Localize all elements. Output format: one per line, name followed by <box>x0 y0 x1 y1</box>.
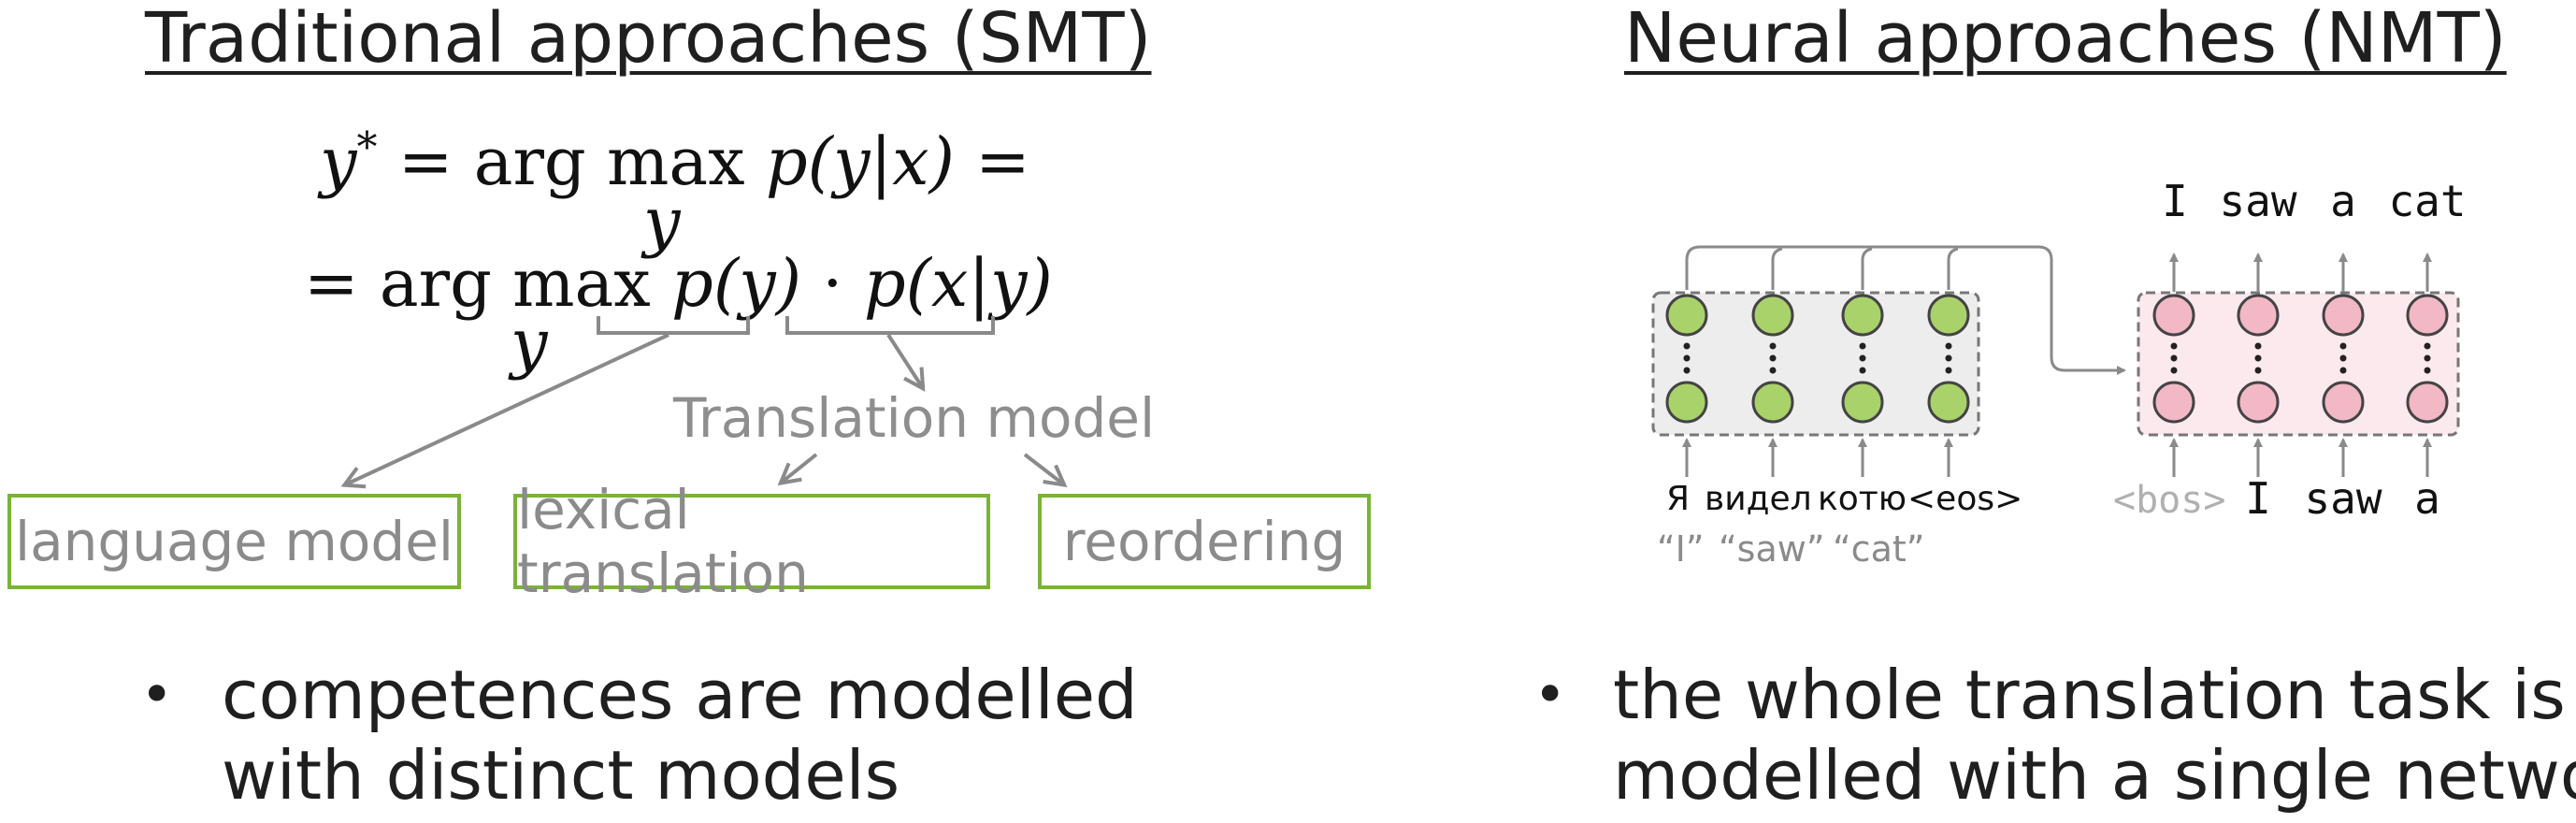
gloss-saw: “saw” <box>1719 528 1825 570</box>
formula-pyx: p(y|x) <box>765 123 955 200</box>
source-token-kotyu: котю <box>1818 480 1907 518</box>
formula-dot: · <box>822 245 843 322</box>
nmt-bullet-dot: • <box>1533 662 1567 728</box>
encoder-to-decoder-connections <box>1685 245 2126 375</box>
formula-eq2: = <box>304 245 359 322</box>
target-token-i: I <box>2162 176 2188 226</box>
encoder-nodes <box>1665 294 1970 424</box>
target-token-saw: saw <box>2219 176 2297 226</box>
formula-y: y <box>320 123 357 200</box>
smt-bullet-text: competences are modelled with distinct m… <box>222 655 1138 816</box>
formula-line-1: y* = arg max p(y|x) = <box>320 123 1030 200</box>
nmt-bullet-line-1: the whole translation task is <box>1613 656 2566 734</box>
formula-argmax: arg max <box>473 123 745 200</box>
gloss-i: “I” <box>1657 528 1705 570</box>
arrow-to-lexical <box>784 453 818 481</box>
source-token-eos: <eos> <box>1907 480 2023 518</box>
decoder-input-bos: <bos> <box>2113 479 2226 522</box>
smt-bullet-line-1: competences are modelled <box>222 656 1138 734</box>
gloss-cat: “cat” <box>1833 528 1925 570</box>
decoder-input-saw: saw <box>2304 473 2382 524</box>
bracket-pxy <box>785 316 995 335</box>
reordering-box: reordering <box>1038 494 1371 589</box>
formula-eq-end: = <box>975 123 1030 200</box>
translation-model-label: Translation model <box>673 386 1156 450</box>
smt-heading: Traditional approaches (SMT) <box>145 0 1152 79</box>
encoder-dots <box>1683 342 1952 374</box>
decoder-input-arrows <box>2169 438 2432 477</box>
decoder-dots <box>2170 342 2431 374</box>
formula-eq: = <box>397 123 453 200</box>
decoder-input-a: a <box>2414 473 2440 524</box>
nmt-bullet-line-2: modelled with a single network <box>1613 736 2576 815</box>
target-token-a: a <box>2330 176 2356 226</box>
decoder-input-i: I <box>2245 473 2271 524</box>
arrow-to-translation-model <box>886 333 921 385</box>
formula-star: * <box>356 123 378 172</box>
lexical-translation-box: lexical translation <box>513 478 990 605</box>
language-model-box: language model <box>7 494 461 589</box>
target-token-cat: cat <box>2388 176 2467 226</box>
decoder-nodes <box>2152 294 2449 424</box>
nmt-bullet-text: the whole translation task is modelled w… <box>1613 655 2576 816</box>
source-token-ya: Я <box>1666 480 1691 518</box>
formula-py: p(y) <box>671 245 802 322</box>
decoder-panel <box>2137 291 2460 437</box>
bracket-py <box>597 316 750 335</box>
decoder-output-arrows <box>2169 253 2432 292</box>
arrow-to-language-model <box>348 333 669 484</box>
arrow-to-reordering <box>1023 453 1061 483</box>
formula-pxy: p(x|y) <box>863 245 1053 322</box>
smt-bullet-dot: • <box>140 662 174 728</box>
nmt-heading: Neural approaches (NMT) <box>1624 0 2507 79</box>
encoder-panel <box>1651 291 1980 437</box>
smt-bullet-line-2: with distinct models <box>222 736 900 815</box>
source-token-videl: видел <box>1705 480 1812 518</box>
formula-argmax2-sub: y <box>511 305 548 382</box>
encoder-input-arrows <box>1682 438 1953 477</box>
formula-argmax2: arg max <box>379 245 651 322</box>
formula-argmax-sub: y <box>643 183 681 260</box>
formula-line-2: = arg max p(y) · p(x|y) <box>304 245 1053 322</box>
